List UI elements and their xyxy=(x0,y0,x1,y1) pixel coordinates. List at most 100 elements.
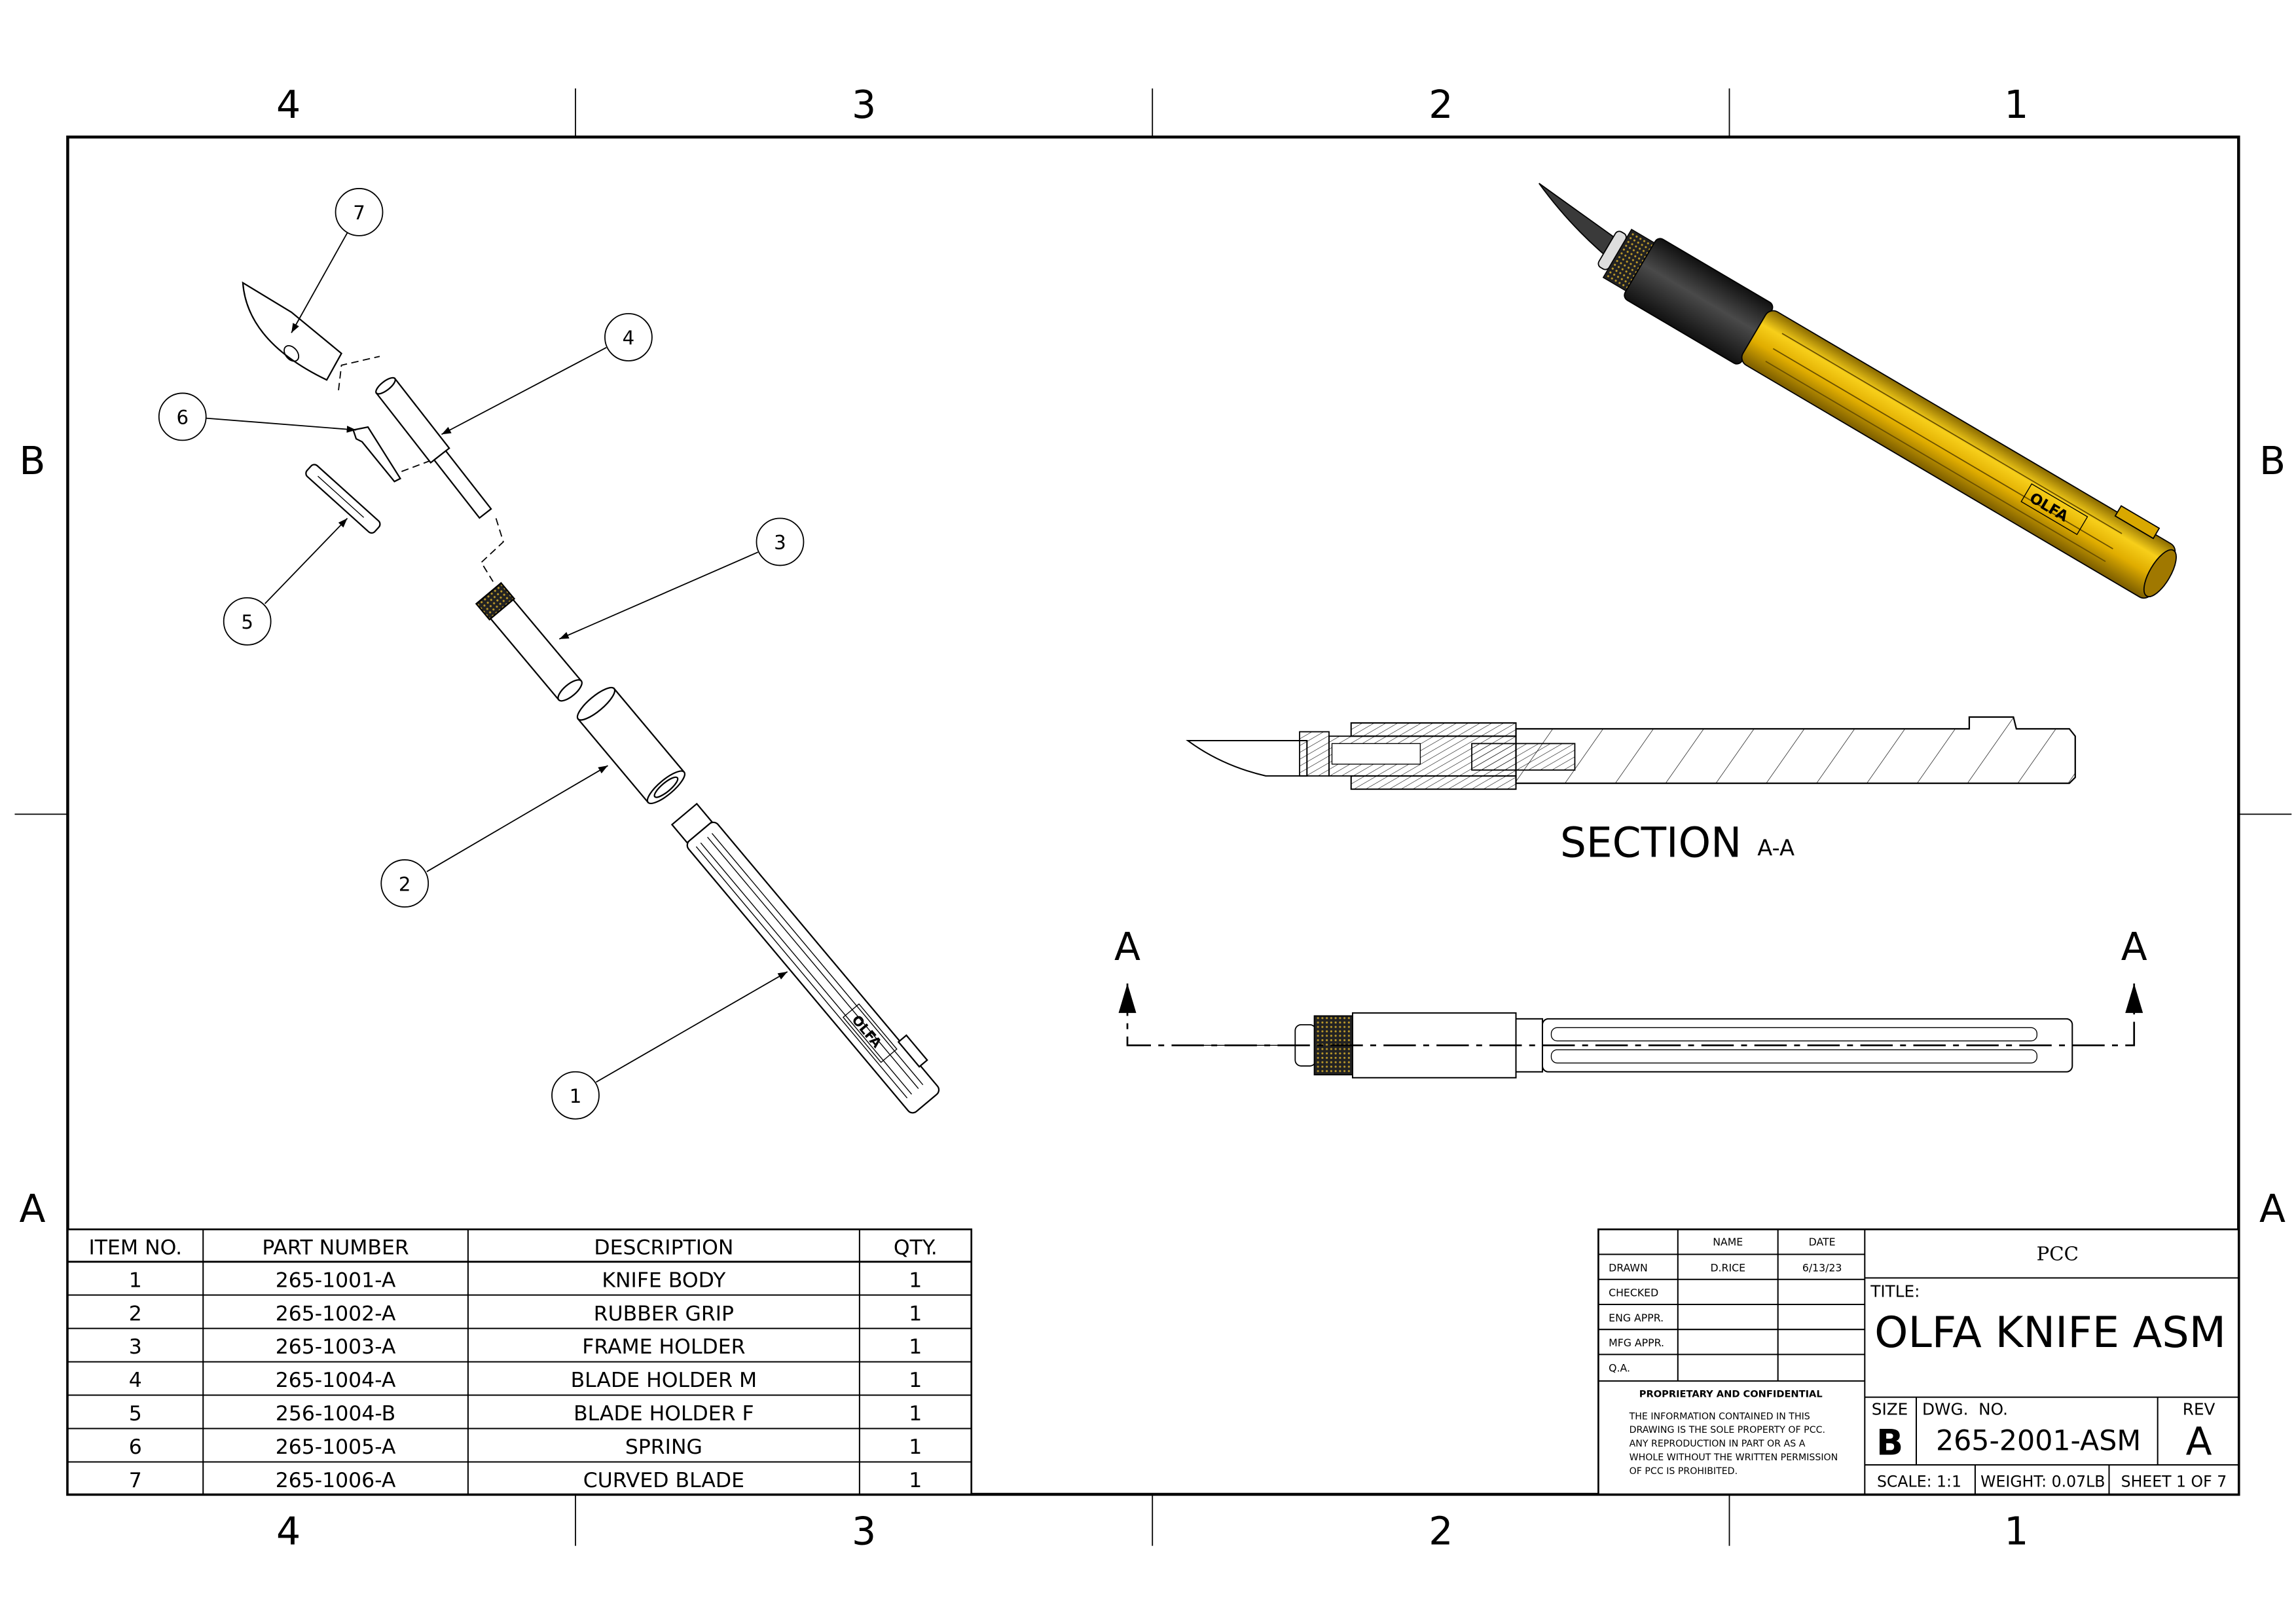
bom-description: CURVED BLADE xyxy=(583,1469,744,1492)
bom-header-item: ITEM NO. xyxy=(89,1236,183,1260)
front-view: A A xyxy=(1114,925,2147,1079)
bom-part-number: 265-1004-A xyxy=(276,1369,396,1392)
svg-text:6: 6 xyxy=(176,407,189,429)
zone-col-bottom-2: 2 xyxy=(1429,1509,1453,1553)
balloon-3: 3 xyxy=(756,517,805,566)
blade-holder-f-part xyxy=(305,464,381,534)
balloon-7: 7 xyxy=(335,188,384,236)
bom-description: BLADE HOLDER F xyxy=(574,1402,754,1426)
svg-text:1: 1 xyxy=(570,1085,582,1107)
section-body xyxy=(1515,716,2076,784)
cut-label-right: A xyxy=(2121,925,2147,969)
zone-row-right-a: A xyxy=(2259,1187,2286,1231)
bom-part-number: 265-1001-A xyxy=(276,1268,396,1292)
tb-proprietary-title: PROPRIETARY AND CONFIDENTIAL xyxy=(1639,1389,1823,1400)
signoff-date: 6/13/23 xyxy=(1802,1261,1842,1274)
zone-col-top-2: 2 xyxy=(1429,83,1453,127)
bom-part-number: 265-1006-A xyxy=(276,1469,396,1492)
balloon-4: 4 xyxy=(604,313,653,361)
bom-part-number: 265-1002-A xyxy=(276,1302,396,1325)
spring-part xyxy=(352,426,402,483)
bom-qty: 1 xyxy=(909,1268,922,1292)
zone-col-bottom-3: 3 xyxy=(852,1509,876,1553)
tb-dwg-label: DWG. NO. xyxy=(1922,1400,2008,1419)
signoff-name: D.RICE xyxy=(1710,1261,1745,1274)
bom-part-number: 265-1005-A xyxy=(276,1435,396,1459)
section-cut-line xyxy=(1126,983,2136,1046)
balloon-leaders xyxy=(206,232,788,1083)
tb-dwg-no: 265-2001-ASM xyxy=(1936,1425,2141,1458)
isometric-view: OLFA xyxy=(1539,183,2177,599)
balloons: 1 2 3 4 5 6 7 xyxy=(158,188,805,1120)
zone-row-right-b: B xyxy=(2259,439,2286,483)
bom-item-no: 5 xyxy=(129,1402,142,1426)
signoff-role: Q.A. xyxy=(1609,1361,1630,1374)
bom-qty: 1 xyxy=(909,1369,922,1392)
rubber-grip-part xyxy=(576,686,686,804)
balloon-6: 6 xyxy=(158,392,207,441)
zone-row-left-b: B xyxy=(19,439,45,483)
bom-qty: 1 xyxy=(909,1302,922,1325)
balloon-5: 5 xyxy=(223,597,272,646)
zone-col-bottom-4: 4 xyxy=(276,1509,301,1553)
tb-date-header: DATE xyxy=(1809,1236,1836,1248)
tb-size: B xyxy=(1876,1422,1903,1463)
svg-text:3: 3 xyxy=(774,532,786,554)
tb-company: PCC xyxy=(2037,1243,2079,1265)
signoff-role: ENG APPR. xyxy=(1609,1312,1664,1324)
section-blade xyxy=(1186,739,1308,777)
bom-header-part: PART NUMBER xyxy=(262,1236,409,1260)
svg-text:7: 7 xyxy=(353,202,365,224)
svg-text:4: 4 xyxy=(623,327,635,349)
blade-holder-m-part xyxy=(375,377,492,519)
blade-slot xyxy=(283,344,300,362)
bom-description: RUBBER GRIP xyxy=(594,1302,734,1325)
iso-body xyxy=(1741,310,2176,599)
tb-title: OLFA KNIFE ASM xyxy=(1874,1308,2226,1357)
zone-col-bottom-1: 1 xyxy=(2004,1509,2028,1553)
signoff-role: CHECKED xyxy=(1609,1287,1658,1299)
sheet-border xyxy=(66,136,2240,1496)
tb-title-label: TITLE: xyxy=(1870,1282,1920,1301)
bom-item-no: 2 xyxy=(129,1302,142,1325)
svg-text:5: 5 xyxy=(241,611,253,633)
bom-item-no: 1 xyxy=(129,1268,142,1292)
section-view: SECTION A-A xyxy=(1186,716,2076,867)
bom-item-no: 3 xyxy=(129,1335,142,1359)
bom-qty: 1 xyxy=(909,1469,922,1492)
knife-body-part: OLFA xyxy=(670,802,940,1114)
zone-labels: 4 3 2 1 4 3 2 1 B A B A xyxy=(19,83,2286,1553)
svg-text:2: 2 xyxy=(399,873,411,895)
bom-part-number: 256-1004-B xyxy=(276,1402,395,1426)
proprietary-line: THE INFORMATION CONTAINED IN THIS xyxy=(1629,1411,1810,1422)
balloon-1: 1 xyxy=(551,1071,600,1120)
bom-description: FRAME HOLDER xyxy=(582,1335,745,1359)
cut-arrow-left xyxy=(1118,983,1137,1013)
bom-item-no: 7 xyxy=(129,1469,142,1492)
tb-weight: WEIGHT: 0.07LB xyxy=(1980,1473,2105,1491)
bom-header-qty: QTY. xyxy=(894,1236,938,1260)
zone-col-top-4: 4 xyxy=(276,83,301,127)
bom-header-desc: DESCRIPTION xyxy=(594,1236,733,1260)
bom-description: BLADE HOLDER M xyxy=(571,1369,757,1392)
cut-label-left: A xyxy=(1114,925,1140,969)
tb-name-header: NAME xyxy=(1713,1236,1743,1248)
bom-description: SPRING xyxy=(625,1435,702,1459)
proprietary-line: ANY REPRODUCTION IN PART OR AS A xyxy=(1630,1439,1806,1449)
bom-qty: 1 xyxy=(909,1435,922,1459)
tb-sheet: SHEET 1 OF 7 xyxy=(2121,1473,2227,1491)
frame-holder-part xyxy=(475,581,583,702)
zone-dividers xyxy=(14,88,2292,1546)
proprietary-line: WHOLE WITHOUT THE WRITTEN PERMISSION xyxy=(1630,1452,1838,1463)
balloon-2: 2 xyxy=(380,859,429,908)
section-suffix: A-A xyxy=(1757,835,1795,860)
zone-col-top-3: 3 xyxy=(852,83,876,127)
cut-arrow-right xyxy=(2125,983,2143,1013)
signoff-role: MFG APPR. xyxy=(1609,1337,1664,1349)
bom-table: ITEM NO. PART NUMBER DESCRIPTION QTY. 1 2… xyxy=(67,1228,973,1496)
zone-row-left-a: A xyxy=(19,1187,45,1231)
tb-size-label: SIZE xyxy=(1872,1400,1908,1419)
bom-part-number: 265-1003-A xyxy=(276,1335,396,1359)
section-title: SECTION xyxy=(1560,819,1741,867)
